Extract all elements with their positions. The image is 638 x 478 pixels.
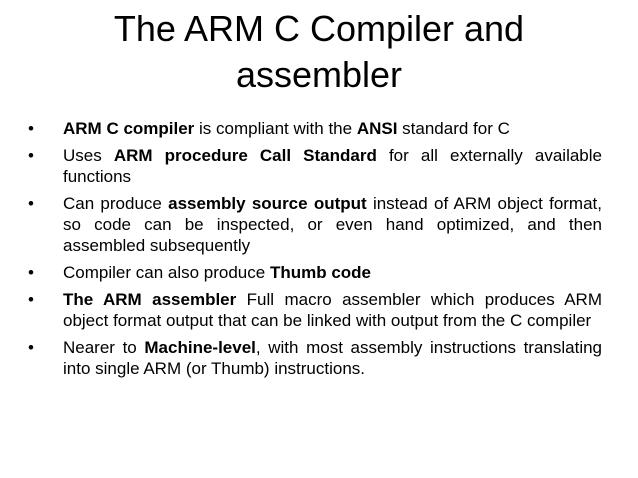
bold-phrase: Thumb code [269, 263, 372, 282]
bullet-item: • The ARM assembler Full macro assembler… [26, 289, 602, 331]
text-run: Full macro assembler which produces ARM … [63, 290, 602, 330]
bold-phrase: The ARM assembler [63, 290, 237, 309]
bullet-item: • Uses ARM procedure Call Standard for a… [26, 145, 602, 187]
bullet-icon: • [28, 146, 34, 165]
bold-phrase: ARM procedure Call Standard [113, 146, 377, 165]
bullet-icon: • [28, 263, 34, 282]
bold-phrase: ARM C compiler [63, 119, 195, 138]
slide-title: The ARM C Compiler and assembler [0, 6, 638, 98]
bullet-item: • Can produce assembly source output ins… [26, 193, 602, 256]
bullet-icon: • [28, 338, 34, 357]
bold-phrase: assembly source output [168, 194, 367, 213]
text-run: is compliant with the [194, 119, 357, 138]
text-run: standard for C [397, 119, 510, 138]
text-run: Uses [63, 146, 114, 165]
bold-phrase: ANSI [356, 119, 398, 138]
text-run: Compiler can also produce [63, 263, 270, 282]
bullet-item: • ARM C compiler is compliant with the A… [26, 118, 602, 139]
title-line-1: The ARM C Compiler and [113, 8, 525, 49]
text-run: for all externally available functions [63, 146, 602, 186]
text-run: Can produce [63, 194, 169, 213]
text-run: instead of ARM object format, so code ca… [63, 194, 602, 255]
bullet-item: • Compiler can also produce Thumb code [26, 262, 602, 283]
bullet-icon: • [28, 290, 34, 309]
bullet-icon: • [28, 194, 34, 213]
bullet-icon: • [28, 119, 34, 138]
text-run: Nearer to [63, 338, 145, 357]
bullet-list: • ARM C compiler is compliant with the A… [26, 118, 602, 385]
bullet-item: • Nearer to Machine-level, with most ass… [26, 337, 602, 379]
bold-phrase: Machine-level [144, 338, 256, 357]
title-line-2: assembler [235, 54, 403, 95]
text-run: , with most assembly instructions transl… [63, 338, 603, 378]
